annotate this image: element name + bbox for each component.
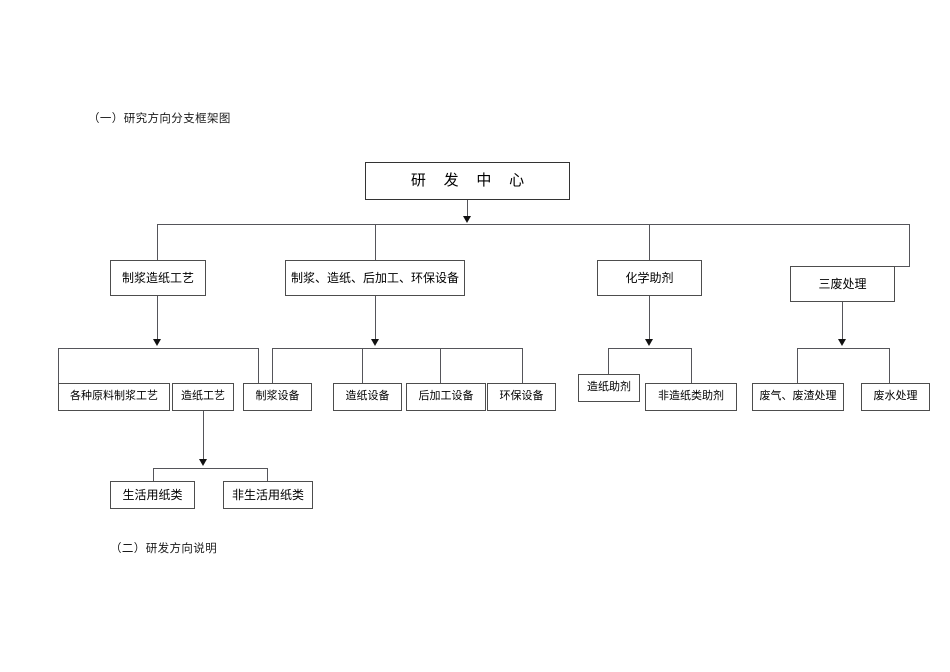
connector-drop-c5 [440, 348, 441, 383]
node-root-rd-center[interactable]: 研 发 中 心 [365, 162, 570, 200]
node-pulping-papermaking-process[interactable]: 制浆造纸工艺 [110, 260, 206, 296]
connector-drop-b3 [649, 224, 650, 260]
node-wastewater-treatment[interactable]: 废水处理 [861, 383, 930, 411]
node-post-processing-equipment[interactable]: 后加工设备 [406, 383, 486, 411]
node-pulping-paper-post-env-equipment[interactable]: 制浆、造纸、后加工、环保设备 [285, 260, 465, 296]
connector-drop-b2 [375, 224, 376, 260]
node-non-household-paper[interactable]: 非生活用纸类 [223, 481, 313, 509]
connector-bus-c2 [153, 468, 267, 469]
node-papermaking-additives[interactable]: 造纸助剂 [578, 374, 640, 402]
connector-stem-b1 [157, 296, 158, 340]
arrowhead-c2-to-bus [199, 459, 207, 466]
node-environmental-equipment[interactable]: 环保设备 [487, 383, 556, 411]
connector-stem-c2 [203, 411, 204, 460]
connector-drop-c1 [58, 348, 59, 383]
node-household-paper[interactable]: 生活用纸类 [110, 481, 195, 509]
connector-bus-b3 [608, 348, 691, 349]
arrowhead-b1-to-bus [153, 339, 161, 346]
node-pulping-equipment[interactable]: 制浆设备 [243, 383, 312, 411]
node-various-raw-material-pulping[interactable]: 各种原料制浆工艺 [58, 383, 170, 411]
connector-drop-c9 [797, 348, 798, 383]
connector-bus-b1 [58, 348, 258, 349]
arrowhead-b2-to-bus [371, 339, 379, 346]
page-title: （一）研究方向分支框架图 [88, 111, 231, 125]
connector-drop-d1 [153, 468, 154, 481]
arrowhead-root-to-bus [463, 216, 471, 223]
connector-drop-c10 [889, 348, 890, 383]
connector-stem-b3 [649, 296, 650, 340]
connector-drop-c4 [362, 348, 363, 383]
connector-drop-c7 [608, 348, 609, 374]
section-heading-research-direction: （二）研发方向说明 [110, 541, 218, 555]
arrowhead-b3-to-bus [645, 339, 653, 346]
node-papermaking-equipment[interactable]: 造纸设备 [333, 383, 402, 411]
connector-drop-c8 [691, 348, 692, 383]
connector-drop-c3 [272, 348, 273, 383]
node-papermaking-process[interactable]: 造纸工艺 [172, 383, 234, 411]
connector-bus-b2 [272, 348, 522, 349]
connector-stem-b4 [842, 302, 843, 340]
node-chemical-additives[interactable]: 化学助剂 [597, 260, 702, 296]
arrowhead-b4-to-bus [838, 339, 846, 346]
node-waste-gas-residue-treatment[interactable]: 废气、废渣处理 [752, 383, 844, 411]
connector-drop-d2 [267, 468, 268, 481]
connector-bus-level2 [157, 224, 910, 225]
connector-root-stem [467, 200, 468, 218]
connector-bus-b4 [797, 348, 889, 349]
connector-stem-b2 [375, 296, 376, 340]
connector-drop-c6 [522, 348, 523, 383]
connector-drop-c2 [258, 348, 259, 383]
connector-drop-b1 [157, 224, 158, 260]
node-non-papermaking-additives[interactable]: 非造纸类助剂 [645, 383, 737, 411]
node-three-wastes-treatment[interactable]: 三废处理 [790, 266, 895, 302]
connector-drop-b4 [909, 224, 910, 266]
